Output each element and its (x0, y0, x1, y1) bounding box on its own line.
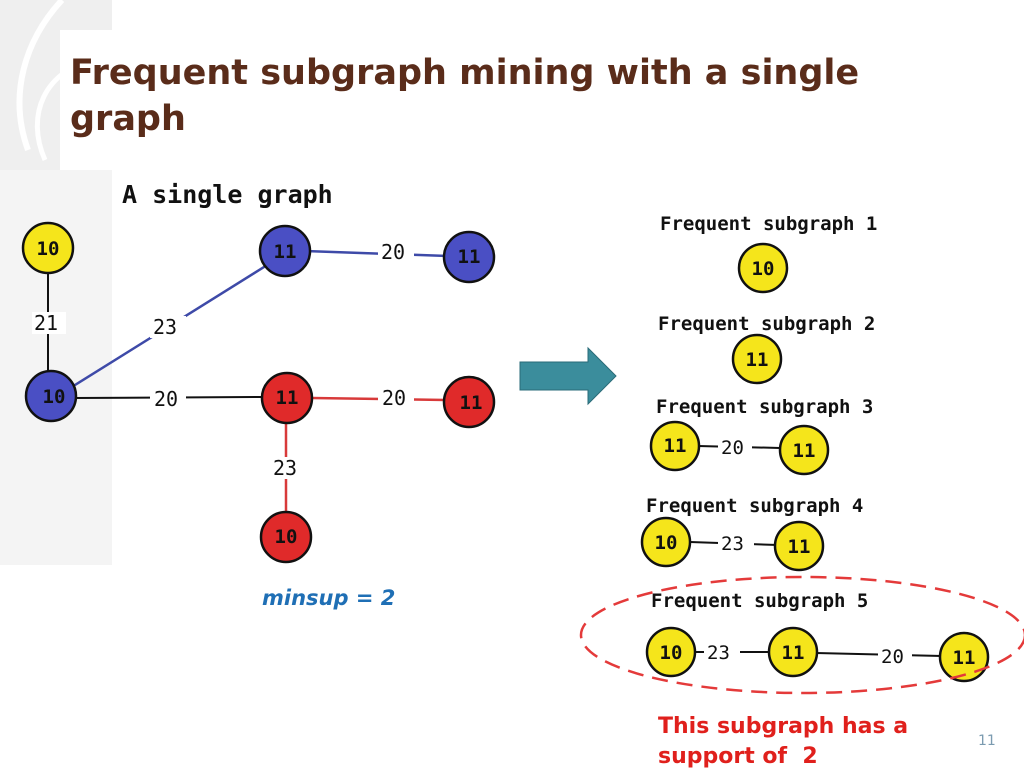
edge-label: 20 (382, 386, 406, 410)
svg-text:11: 11 (276, 387, 299, 409)
subgraph-title: Frequent subgraph 2 (658, 313, 875, 335)
subgraph-node: 11 (767, 626, 819, 678)
subgraph-node: 11 (649, 420, 701, 472)
input-graph-edges (47, 249, 449, 512)
subgraph-node: 10 (737, 242, 789, 294)
svg-text:11: 11 (788, 536, 811, 558)
svg-text:11: 11 (274, 241, 297, 263)
svg-text:10: 10 (275, 526, 298, 548)
edge-label: 23 (707, 642, 730, 664)
svg-text:11: 11 (460, 392, 483, 414)
svg-text:11: 11 (793, 440, 816, 462)
subgraph-title: Frequent subgraph 1 (660, 213, 877, 235)
edge-label: 21 (34, 311, 58, 335)
subgraph-node: 10 (645, 626, 697, 678)
svg-text:11: 11 (782, 642, 805, 664)
support-note-line2: support of 2 (658, 744, 818, 768)
slide-title: Frequent subgraph mining with a single g… (70, 53, 860, 139)
input-graph-edge-labels: 21 23 20 20 20 23 (32, 240, 414, 480)
edge-20-blue (304, 249, 449, 258)
right-arrow-icon (519, 346, 617, 406)
edge-label: 23 (273, 456, 297, 480)
svg-text:10: 10 (37, 238, 60, 260)
graph-node: 10 (21, 221, 75, 275)
subgraph-title: Frequent subgraph 3 (656, 396, 873, 418)
svg-text:10: 10 (752, 258, 775, 280)
svg-text:11: 11 (458, 246, 481, 268)
subgraph-node: 11 (938, 631, 990, 683)
svg-text:10: 10 (660, 642, 683, 664)
frequent-subgraphs: Frequent subgraph 1 10 Frequent subgraph… (640, 213, 990, 683)
input-graph-nodes: 10 10 11 11 11 11 10 (21, 221, 496, 564)
graph-node: 11 (442, 230, 496, 284)
edge-label: 20 (381, 240, 405, 264)
subgraph-title: Frequent subgraph 5 (651, 590, 868, 612)
edge-label: 20 (721, 437, 744, 459)
svg-text:11: 11 (746, 349, 769, 371)
edge-label: 23 (153, 315, 177, 339)
svg-text:11: 11 (953, 647, 976, 669)
svg-text:10: 10 (43, 386, 66, 408)
edge-label: 20 (881, 646, 904, 668)
graph-node: 10 (259, 510, 313, 564)
edge-label: 23 (721, 533, 744, 555)
page-number: 11 (978, 733, 996, 749)
input-graph-title: A single graph (122, 180, 333, 209)
subgraph-node: 10 (640, 516, 692, 568)
edge-label: 20 (154, 387, 178, 411)
support-note-line1: This subgraph has a (658, 714, 908, 739)
subgraph-node: 11 (778, 424, 830, 476)
graph-node: 11 (260, 371, 314, 425)
svg-text:11: 11 (664, 435, 687, 457)
graph-node: 10 (24, 369, 78, 423)
minsup-label: minsup = 2 (262, 586, 395, 610)
subgraph-node: 11 (773, 520, 825, 572)
graph-node: 11 (258, 224, 312, 278)
subgraph-title: Frequent subgraph 4 (646, 495, 863, 517)
graph-node: 11 (442, 375, 496, 429)
highlight-ellipse (579, 575, 1024, 695)
svg-text:10: 10 (655, 532, 678, 554)
subgraph-node: 11 (731, 333, 783, 385)
